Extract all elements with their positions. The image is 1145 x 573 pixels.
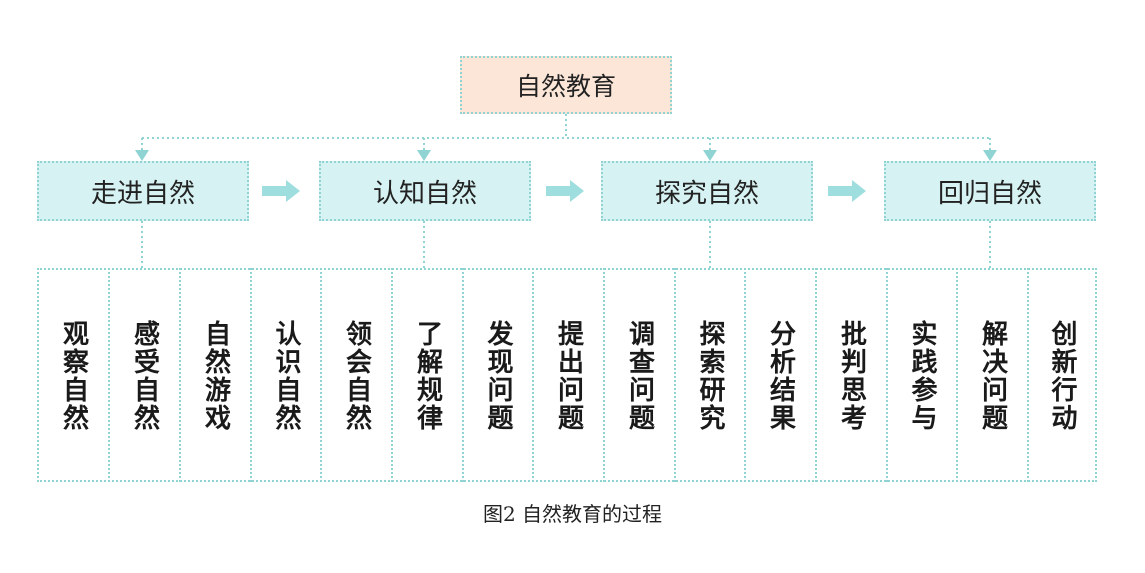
step-cell: 自然游戏 (179, 268, 250, 482)
step-cell: 批判思考 (815, 268, 886, 482)
step-label: 了解规律 (412, 320, 443, 432)
step-cell: 实践参与 (886, 268, 956, 482)
step-label: 解决问题 (977, 320, 1008, 432)
step-label: 创新行动 (1047, 320, 1077, 432)
step-cell: 调查问题 (603, 268, 674, 482)
root-label: 自然教育 (515, 72, 616, 101)
stage-label: 回归自然 (937, 178, 1042, 209)
figure-caption: 图2 自然教育的过程 (482, 502, 663, 526)
step-label: 领会自然 (341, 320, 372, 432)
step-label: 认识自然 (271, 320, 301, 432)
step-cell: 观察自然 (37, 268, 108, 482)
step-label: 提出问题 (553, 320, 584, 432)
step-label: 调查问题 (624, 320, 655, 432)
step-cell: 解决问题 (956, 268, 1027, 482)
step-label: 感受自然 (129, 320, 160, 432)
stage-node-2: 认知自然 (319, 161, 531, 221)
step-cell: 感受自然 (108, 268, 179, 482)
stage-label: 走进自然 (90, 178, 195, 209)
step-label: 批判思考 (836, 320, 867, 432)
right-arrow-icon (828, 180, 866, 202)
right-arrow-icon (262, 180, 300, 202)
step-cell: 分析结果 (744, 268, 815, 482)
stage-label: 探究自然 (654, 178, 759, 209)
step-cell: 创新行动 (1027, 268, 1097, 482)
step-label: 分析结果 (765, 320, 796, 432)
stage-node-4: 回归自然 (884, 161, 1096, 221)
stage-node-3: 探究自然 (601, 161, 813, 221)
stage-label: 认知自然 (372, 178, 477, 209)
step-cell: 发现问题 (462, 268, 532, 482)
right-arrow-icon (546, 180, 584, 202)
step-cell: 了解规律 (391, 268, 462, 482)
stage-node-1: 走进自然 (37, 161, 249, 221)
step-cell: 领会自然 (320, 268, 391, 482)
step-strip (37, 268, 1097, 482)
step-label: 发现问题 (483, 320, 513, 432)
root-node: 自然教育 (460, 56, 672, 114)
step-cell: 认识自然 (250, 268, 320, 482)
step-label: 实践参与 (907, 320, 937, 432)
step-cell: 探索研究 (674, 268, 744, 482)
step-label: 自然游戏 (200, 320, 231, 432)
step-label: 探索研究 (695, 320, 725, 432)
step-cell: 提出问题 (532, 268, 603, 482)
step-label: 观察自然 (58, 320, 89, 432)
